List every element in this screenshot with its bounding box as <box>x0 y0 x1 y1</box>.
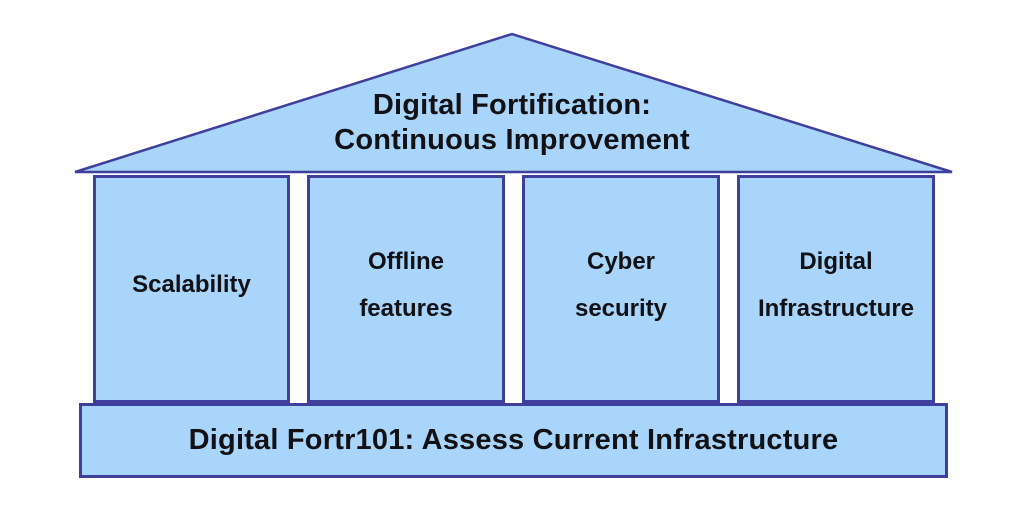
pillar-label: Cyber security <box>574 247 668 330</box>
pillar-label-line: Infrastructure <box>757 294 915 322</box>
pillar-label-line: Offline <box>368 247 444 275</box>
pillar-label-line: security <box>574 294 668 322</box>
pillar-label-line: Scalability <box>132 271 251 298</box>
pillar-label-line: Cyber <box>586 247 656 275</box>
roof-title: Digital Fortification: Continuous Improv… <box>0 88 1024 158</box>
base-label: Digital Fortr101: Assess Current Infrast… <box>188 424 839 456</box>
pillar-label: Digital Infrastructure <box>757 247 915 330</box>
pillar-offline-features: Offline features <box>307 175 505 403</box>
roof-title-line-2: Continuous Improvement <box>334 124 690 156</box>
base-bar: Digital Fortr101: Assess Current Infrast… <box>79 403 948 478</box>
pillar-label: Offline features <box>359 247 453 330</box>
pillar-digital-infrastructure: Digital Infrastructure <box>737 175 935 403</box>
pillar-scalability: Scalability <box>93 175 290 403</box>
roof-shape <box>74 32 953 174</box>
pillar-label-line: Digital <box>799 247 873 275</box>
roof-title-line-1: Digital Fortification: <box>372 89 652 121</box>
pillar-label: Scalability <box>132 272 251 306</box>
pillar-label-line: features <box>359 294 453 322</box>
pillar-cyber-security: Cyber security <box>522 175 720 403</box>
